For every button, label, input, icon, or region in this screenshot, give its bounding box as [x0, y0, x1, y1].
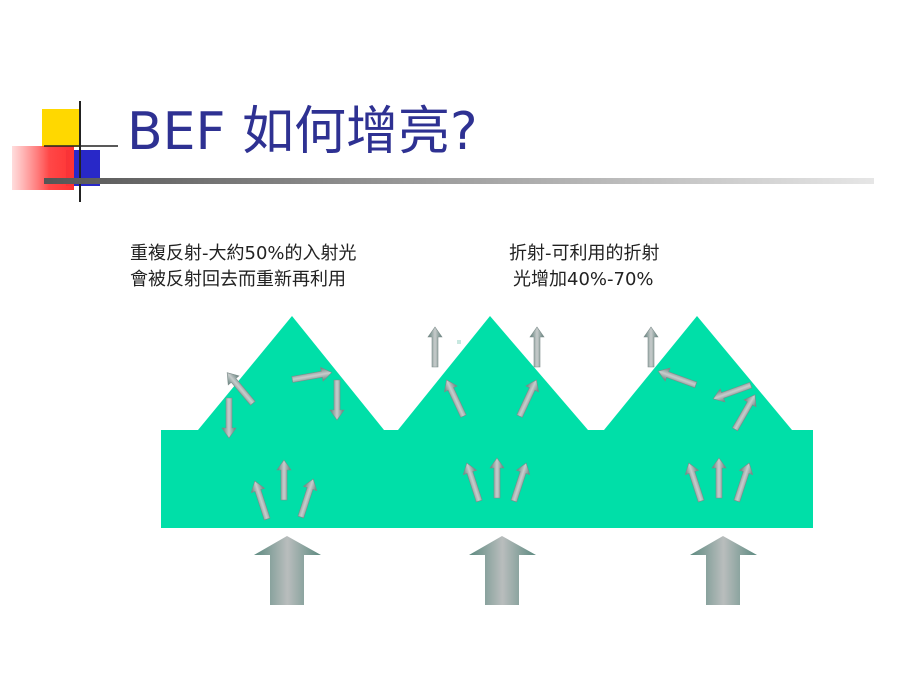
- deco-yellow-square: [42, 109, 80, 147]
- incoming-light-arrow-right: [690, 536, 757, 605]
- caption-right-line2: 光增加40%-70%: [513, 269, 654, 290]
- caption-left-line1: 重複反射-大約50%的入射光: [130, 243, 357, 264]
- caption-left-line2: 會被反射回去而重新再利用: [130, 269, 346, 290]
- prism-middle: [398, 316, 588, 430]
- caption-left: 重複反射-大約50%的入射光 會被反射回去而重新再利用: [130, 241, 357, 293]
- caption-right-line1: 折射-可利用的折射: [509, 243, 660, 264]
- film-base: [161, 430, 813, 528]
- title-rule: [44, 178, 874, 184]
- prism-right: [604, 316, 792, 430]
- dot-marker: [457, 340, 461, 344]
- incoming-light-arrow-middle: [469, 536, 536, 605]
- incoming-light-arrow-left: [254, 536, 321, 605]
- slide-title: BEF 如何增亮?: [127, 102, 478, 162]
- caption-right: 折射-可利用的折射 光增加40%-70%: [509, 241, 660, 293]
